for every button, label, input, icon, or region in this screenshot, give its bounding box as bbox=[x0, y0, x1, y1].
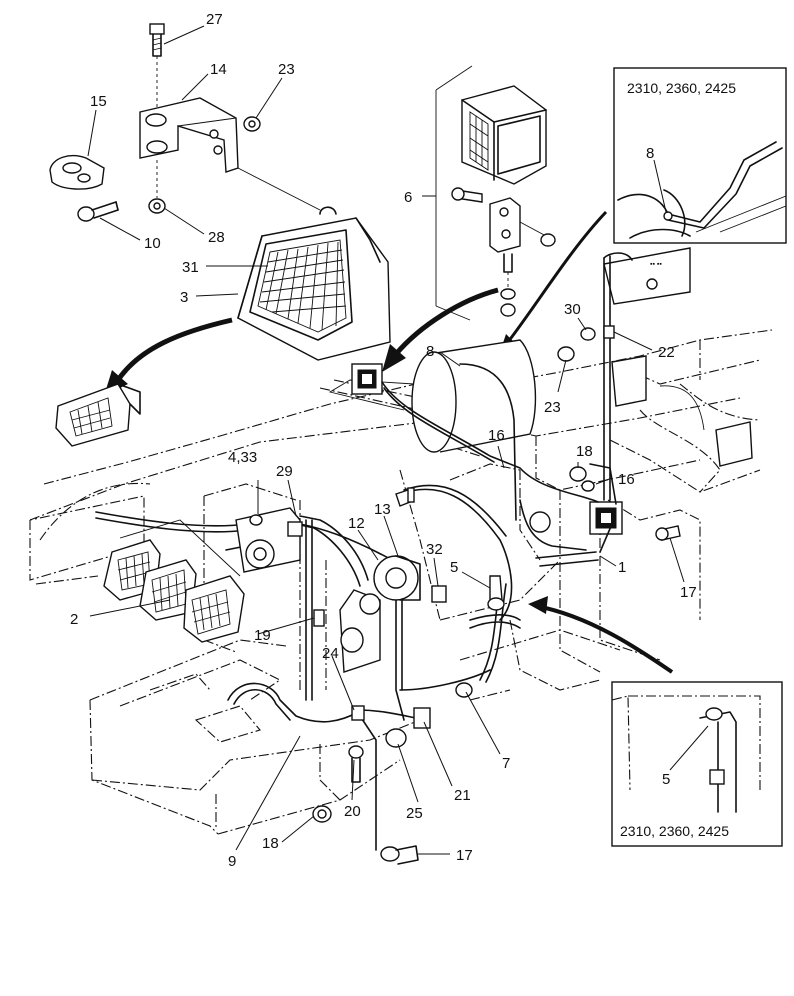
callout-20: 20 bbox=[344, 803, 361, 820]
rear-lamp-icon bbox=[589, 501, 623, 535]
callout-labels: 27 14 23 15 10 28 6 31 3 8 30 22 23 16 1… bbox=[70, 11, 697, 870]
callout-1: 1 bbox=[618, 559, 626, 576]
clip-15-icon bbox=[49, 154, 105, 190]
callout-8: 8 bbox=[426, 343, 434, 360]
callout-32: 32 bbox=[426, 541, 443, 558]
callout-5: 5 bbox=[450, 559, 458, 576]
callout-24: 24 bbox=[322, 645, 339, 662]
callout-10: 10 bbox=[144, 235, 161, 252]
bracket-14-icon bbox=[139, 97, 239, 173]
callout-3: 3 bbox=[180, 289, 188, 306]
callout-17b: 17 bbox=[456, 847, 473, 864]
callout-7: 7 bbox=[502, 755, 510, 772]
cab-lamp-small bbox=[55, 383, 141, 447]
callout-4-33: 4,33 bbox=[228, 449, 257, 466]
component-29 bbox=[235, 507, 303, 573]
roof-lamp-icon bbox=[351, 363, 383, 395]
callout-2: 2 bbox=[70, 611, 78, 628]
callout-14: 14 bbox=[210, 61, 227, 78]
inset-top-models: 2310, 2360, 2425 bbox=[627, 80, 736, 96]
callout-16b: 16 bbox=[618, 471, 635, 488]
callout-23: 23 bbox=[278, 61, 295, 78]
callout-30: 30 bbox=[564, 301, 581, 318]
inset-bottom-right: 5 2310, 2360, 2425 bbox=[611, 681, 783, 847]
inset-top-right: 2310, 2360, 2425 8 bbox=[613, 67, 787, 244]
callout-25: 25 bbox=[406, 805, 423, 822]
callout-17: 17 bbox=[680, 584, 697, 601]
callout-inset-8: 8 bbox=[646, 145, 654, 162]
tank-cylinder bbox=[328, 339, 537, 453]
callout-6: 6 bbox=[404, 189, 412, 206]
switch-panel-icon: ▪▪ ▪▪ bbox=[603, 247, 691, 305]
svg-text:▪▪ ▪▪: ▪▪ ▪▪ bbox=[650, 261, 662, 268]
fender-block-icon bbox=[611, 355, 753, 467]
callout-23b: 23 bbox=[544, 399, 561, 416]
curved-arrow-center-icon bbox=[382, 287, 499, 372]
callout-12: 12 bbox=[348, 515, 365, 532]
callout-9: 9 bbox=[228, 853, 236, 870]
callout-31: 31 bbox=[182, 259, 199, 276]
callout-15: 15 bbox=[90, 93, 107, 110]
callout-18: 18 bbox=[576, 443, 593, 460]
callout-21: 21 bbox=[454, 787, 471, 804]
cab-lamps-cluster-2 bbox=[103, 519, 245, 643]
bolt-27-icon bbox=[149, 23, 165, 108]
small-hardware bbox=[312, 325, 681, 865]
callout-27: 27 bbox=[206, 11, 223, 28]
callout-19: 19 bbox=[254, 627, 271, 644]
lamp-mount-hardware bbox=[451, 187, 556, 317]
nut-23-icon bbox=[243, 116, 261, 132]
leader-lines bbox=[87, 25, 685, 855]
curved-arrow-lower-right-icon bbox=[528, 596, 674, 674]
work-lamp-3 bbox=[237, 206, 391, 361]
callout-29: 29 bbox=[276, 463, 293, 480]
curved-arrow-left-icon bbox=[104, 317, 233, 396]
lamp-cube-icon bbox=[461, 85, 547, 185]
bracket-assembly bbox=[49, 23, 321, 222]
callout-16: 16 bbox=[488, 427, 505, 444]
lamp-lens-31 bbox=[257, 239, 347, 333]
callout-18b: 18 bbox=[262, 835, 279, 852]
nut-28-icon bbox=[148, 160, 166, 214]
callout-inset-5: 5 bbox=[662, 771, 670, 788]
callout-22: 22 bbox=[658, 344, 675, 361]
inset-bottom-models: 2310, 2360, 2425 bbox=[620, 823, 729, 839]
alternator-assembly bbox=[339, 555, 421, 673]
bolt-10-icon bbox=[77, 201, 119, 222]
callout-28: 28 bbox=[208, 229, 225, 246]
callout-13: 13 bbox=[374, 501, 391, 518]
panel-6-bracket bbox=[435, 65, 556, 321]
